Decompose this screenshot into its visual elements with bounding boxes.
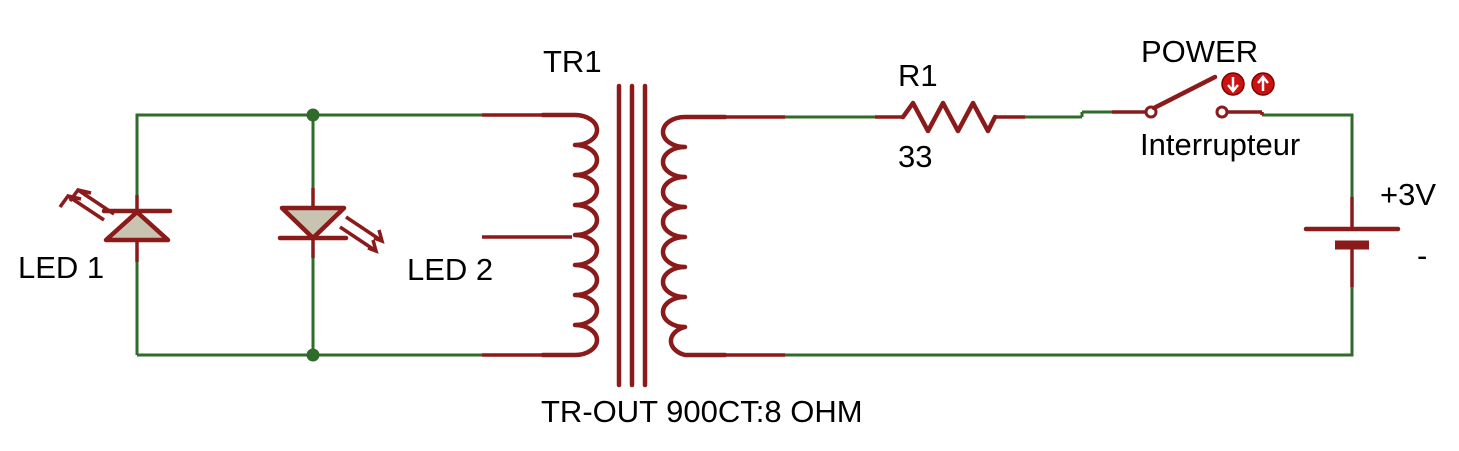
tr-secondary-coil-icon [660,114,728,358]
led1-diode-icon [103,209,171,243]
switch-value: Interrupteur [1140,127,1300,162]
tr-core-icon [616,83,648,388]
switch-close-button[interactable] [1221,72,1245,96]
resistor-ref: R1 [898,58,938,93]
led2-light-arrows-icon [339,215,385,254]
power-switch [1112,74,1264,119]
switch-contact-right [1215,105,1229,119]
resistor [875,100,1025,134]
wire-bottom-right [785,287,1354,357]
switch-open-button[interactable] [1251,72,1275,96]
wire-to-battery [1262,113,1354,197]
led2-diode-icon [279,205,347,241]
battery [1303,197,1401,287]
switch-lever-icon [1151,74,1218,111]
arrow-up-icon [1257,75,1269,91]
led1 [58,188,173,262]
junction-dot-top [306,108,320,122]
led1-label: LED 1 [18,250,104,285]
led1-light-arrows-icon [58,188,115,222]
switch-ref: POWER [1141,34,1258,69]
transformer [482,83,785,388]
resistor-value: 33 [898,139,932,174]
tr-primary-coil-icon [540,112,600,358]
transformer-value: TR-OUT 900CT:8 OHM [541,394,863,429]
resistor-icon [900,100,998,134]
led2-label: LED 2 [407,252,493,287]
led2 [277,188,385,258]
junction-dot-bottom [306,348,320,362]
transformer-ref: TR1 [543,44,602,79]
arrow-down-icon [1227,77,1239,93]
battery-negative-label: - [1417,238,1427,273]
battery-positive-label: +3V [1380,177,1436,212]
wire-top-left [135,113,482,210]
